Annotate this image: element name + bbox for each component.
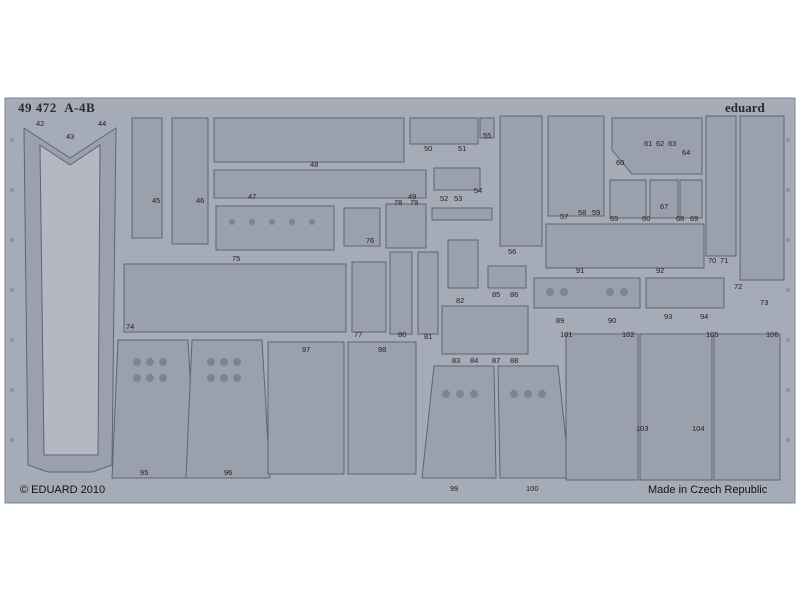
part-50-51: [409, 117, 479, 145]
part-number-71: 71: [720, 256, 729, 265]
part-number-58: 58: [578, 208, 587, 217]
origin-text: Made in Czech Republic: [648, 484, 768, 496]
part-number-104: 104: [692, 424, 705, 433]
model-name: A-4B: [64, 100, 96, 115]
part-number-44: 44: [98, 119, 107, 128]
part-103-104: [639, 333, 713, 481]
part-number-55: 55: [483, 131, 492, 140]
part-number-65: 65: [610, 214, 619, 223]
part-number-102: 102: [622, 330, 635, 339]
part-99: [421, 365, 497, 479]
part-number-87: 87: [492, 356, 501, 365]
part-100: [497, 365, 571, 479]
part-number-59: 59: [592, 208, 601, 217]
part-95: [111, 339, 197, 479]
part-number-93: 93: [664, 312, 673, 321]
part-91-92: [545, 223, 705, 269]
part-number-75: 75: [232, 254, 241, 263]
part-number-92: 92: [656, 266, 665, 275]
part-96: [185, 339, 271, 479]
part-47: [213, 169, 427, 199]
brand-logo: eduard: [725, 100, 765, 115]
part-number-48: 48: [310, 160, 319, 169]
part-number-56: 56: [508, 247, 517, 256]
set-number: 49 472: [18, 100, 57, 115]
part-number-70: 70: [708, 256, 717, 265]
part-number-63: 63: [668, 139, 677, 148]
part-number-45: 45: [152, 196, 161, 205]
part-number-79: 79: [410, 198, 419, 207]
part-number-78: 78: [394, 198, 403, 207]
part-number-64: 64: [682, 148, 691, 157]
part-number-83: 83: [452, 356, 461, 365]
part-number-69: 69: [690, 214, 699, 223]
part-number-98: 98: [378, 345, 387, 354]
part-56: [499, 115, 543, 247]
part-45: [131, 117, 163, 239]
part-number-74: 74: [126, 322, 135, 331]
part-number-103: 103: [636, 424, 649, 433]
part-57-59: [547, 115, 605, 217]
part-number-84: 84: [470, 356, 479, 365]
part-number-100: 100: [526, 484, 539, 493]
part-number-50: 50: [424, 144, 433, 153]
part-number-99: 99: [450, 484, 459, 493]
part-number-76: 76: [366, 236, 375, 245]
part-number-43: 43: [66, 132, 75, 141]
fret-title: 49 472 A-4B: [18, 100, 95, 116]
part-number-86: 86: [510, 290, 519, 299]
part-number-106: 106: [766, 330, 779, 339]
part-number-53: 53: [454, 194, 463, 203]
part-number-66: 66: [642, 214, 651, 223]
part-number-47: 47: [248, 192, 257, 201]
part-97: [267, 341, 345, 475]
part-number-80: 80: [398, 330, 407, 339]
part-number-85: 85: [492, 290, 501, 299]
part-48: [213, 117, 405, 163]
part-number-96: 96: [224, 468, 233, 477]
part-70-71: [705, 115, 737, 257]
part-number-73: 73: [760, 298, 769, 307]
part-number-72: 72: [734, 282, 743, 291]
part-number-89: 89: [556, 316, 565, 325]
part-number-105: 105: [706, 330, 719, 339]
part-46: [171, 117, 209, 245]
part-number-60: 60: [616, 158, 625, 167]
part-number-51: 51: [458, 144, 467, 153]
part-number-52: 52: [440, 194, 449, 203]
part-number-90: 90: [608, 316, 617, 325]
part-75: [215, 205, 335, 251]
part-72-73: [739, 115, 785, 281]
part-number-101: 101: [560, 330, 573, 339]
part-number-77: 77: [354, 330, 363, 339]
part-number-42: 42: [36, 119, 45, 128]
part-98: [347, 341, 417, 475]
part-74: [123, 263, 347, 333]
part-number-94: 94: [700, 312, 709, 321]
part-number-67: 67: [660, 202, 669, 211]
part-number-46: 46: [196, 196, 205, 205]
part-number-68: 68: [676, 214, 685, 223]
part-number-49: 49: [408, 192, 417, 201]
part-number-57: 57: [560, 212, 569, 221]
part-number-91: 91: [576, 266, 585, 275]
part-number-81: 81: [424, 332, 433, 341]
part-number-62: 62: [656, 139, 665, 148]
part-number-54: 54: [474, 186, 483, 195]
part-101-102: [565, 333, 639, 481]
copyright-text: © EDUARD 2010: [20, 484, 106, 496]
part-number-95: 95: [140, 468, 149, 477]
part-number-97: 97: [302, 345, 311, 354]
part-105-106: [713, 333, 781, 481]
part-number-88: 88: [510, 356, 519, 365]
part-number-61: 61: [644, 139, 653, 148]
part-number-82: 82: [456, 296, 465, 305]
